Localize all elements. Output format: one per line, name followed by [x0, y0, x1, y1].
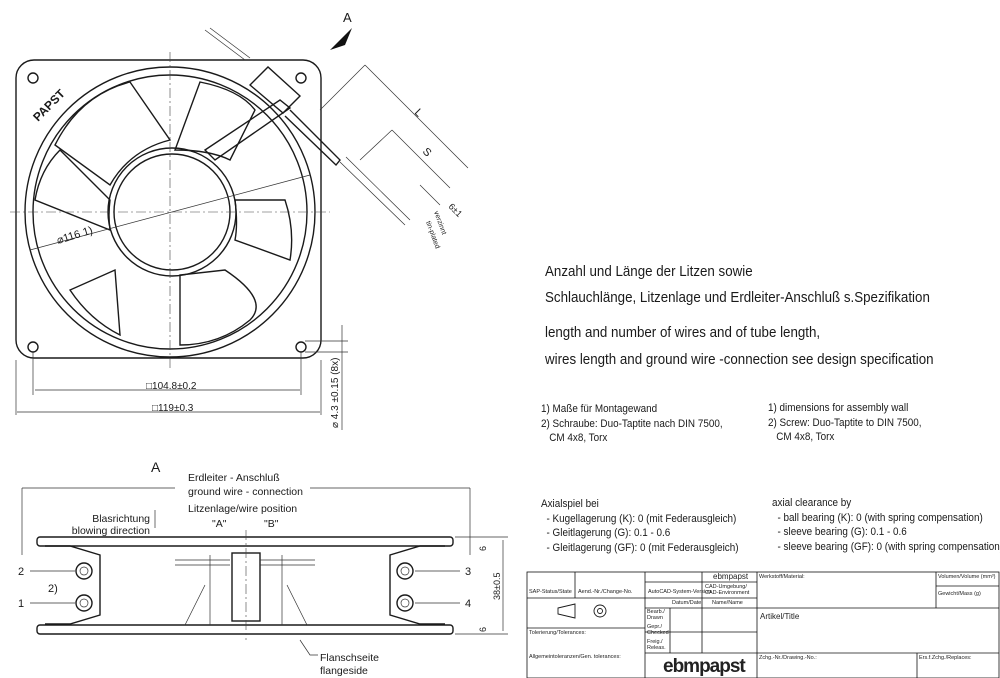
drawn-label: Bearb./ Drawn	[647, 609, 665, 621]
blowing-direction-en: blowing direction	[72, 525, 150, 537]
date-label: Datum/Date	[672, 600, 702, 606]
dim-strip-length: 6±1	[447, 201, 465, 219]
axial-clearance-en: axial clearance by - ball bearing (K): 0…	[772, 497, 1000, 553]
release-label: Freig./ Releas.	[647, 639, 666, 651]
papst-logo: PAPST	[30, 86, 68, 124]
outer-size-dim: □119±0.3	[152, 403, 194, 414]
wire-channel	[203, 99, 292, 161]
dimension-lines	[15, 325, 348, 430]
ebmpapst-logo: ebmpapst	[663, 656, 746, 677]
notes-en: 1) dimensions for assembly wall 2) Screw…	[768, 402, 922, 443]
hole-pitch-dim: □104.8±0.2	[146, 381, 197, 392]
autocad-label: AutoCAD-System-Version	[648, 589, 712, 595]
drawing-no-label: Zchg.-Nr./Drawing.-No.:	[759, 655, 817, 661]
screw-pos-3: 3	[465, 566, 471, 578]
screws	[75, 562, 414, 612]
fan-frame	[15, 59, 322, 359]
notes-de: 1) Maße für Montagewand 2) Schraube: Duo…	[541, 403, 723, 444]
wire-bushing	[248, 66, 302, 114]
spec-en-line1: length and number of wires and of tube l…	[545, 325, 821, 341]
weight-label: Gewicht/Mass (g)	[938, 591, 981, 597]
spec-en-line2: wires length and ground wire -connection…	[545, 352, 934, 368]
diameter-label: ⌀116 1)	[55, 225, 94, 247]
side-view: A Erdleiter - Anschluß ground wire - con…	[18, 459, 508, 677]
wire-position: Litzenlage/wire position	[188, 503, 297, 515]
height-dim: 38±0.5	[492, 573, 502, 600]
title-label: Artikel/Title	[760, 612, 800, 621]
volume-label: Volumen/Volume (mm³)	[938, 574, 996, 580]
position-a: "A"	[212, 518, 227, 530]
ground-wire-de: Erdleiter - Anschluß	[188, 472, 280, 484]
screw-pos-4: 4	[465, 598, 471, 610]
flange-side-de: Flanschseite	[320, 652, 379, 664]
spec-de-line1: Anzahl und Länge der Litzen sowie	[545, 264, 753, 280]
length-dim-lines	[319, 64, 469, 206]
screw-pos-1: 1	[18, 598, 24, 610]
flange-height-bottom: 6	[478, 627, 488, 632]
dim-S: S	[420, 146, 434, 160]
sap-status-label: SAP-Status/State	[529, 589, 572, 595]
projection-symbol	[557, 603, 607, 619]
view-arrow-label: A	[343, 10, 352, 25]
front-view: A PAPST L S 6±1 verzinnt tin-plated ⌀116…	[10, 10, 469, 430]
position-b: "B"	[264, 518, 279, 530]
ebmpapst-small: ebmpapst	[713, 572, 749, 581]
checked-label: Gepr./ Checked	[647, 624, 669, 636]
diameter-dim-line	[29, 174, 311, 251]
fan-blades	[34, 81, 293, 346]
tolerance-label: Tolerierung/Tolerances:	[529, 630, 586, 636]
axial-clearance-de: Axialspiel bei - Kugellagerung (K): 0 (m…	[541, 498, 739, 554]
hole-diameter-dim: ⌀ 4.3 ±0.15 (8x)	[330, 358, 341, 428]
flange-height-top: 6	[478, 546, 488, 551]
flange-side-en: flangeside	[320, 665, 368, 677]
ground-wire-en: ground wire - connection	[188, 486, 303, 498]
general-tolerance-label: Allgemeintoleranzen/Gen. tolerances:	[529, 654, 621, 660]
side-dim-lines	[21, 487, 508, 656]
view-arrow-icon	[330, 28, 352, 50]
title-block-grid	[526, 571, 1000, 678]
material-label: Werkstoff/Material:	[759, 574, 805, 580]
screw-reference: 2)	[48, 583, 58, 595]
change-no-label: Aend.-Nr./Change-No.	[578, 589, 633, 595]
cad-environment-label: CAD-Umgebung/ CAD-Environment	[705, 584, 750, 596]
top-flange	[36, 536, 454, 547]
wires	[204, 27, 411, 226]
bottom-flange	[36, 624, 454, 635]
spec-de-line2: Schlauchlänge, Litzenlage und Erdleiter-…	[545, 290, 930, 306]
mounting-holes	[27, 72, 307, 353]
wire-tube	[284, 109, 341, 167]
screw-pos-2: 2	[18, 566, 24, 578]
name-label: Name/Name	[712, 600, 743, 606]
dim-L: L	[412, 107, 425, 120]
side-view-label: A	[151, 459, 161, 475]
blowing-direction-de: Blasrichtung	[92, 513, 150, 525]
replaces-label: Ers.f.Zchg./Replaces:	[919, 655, 972, 661]
